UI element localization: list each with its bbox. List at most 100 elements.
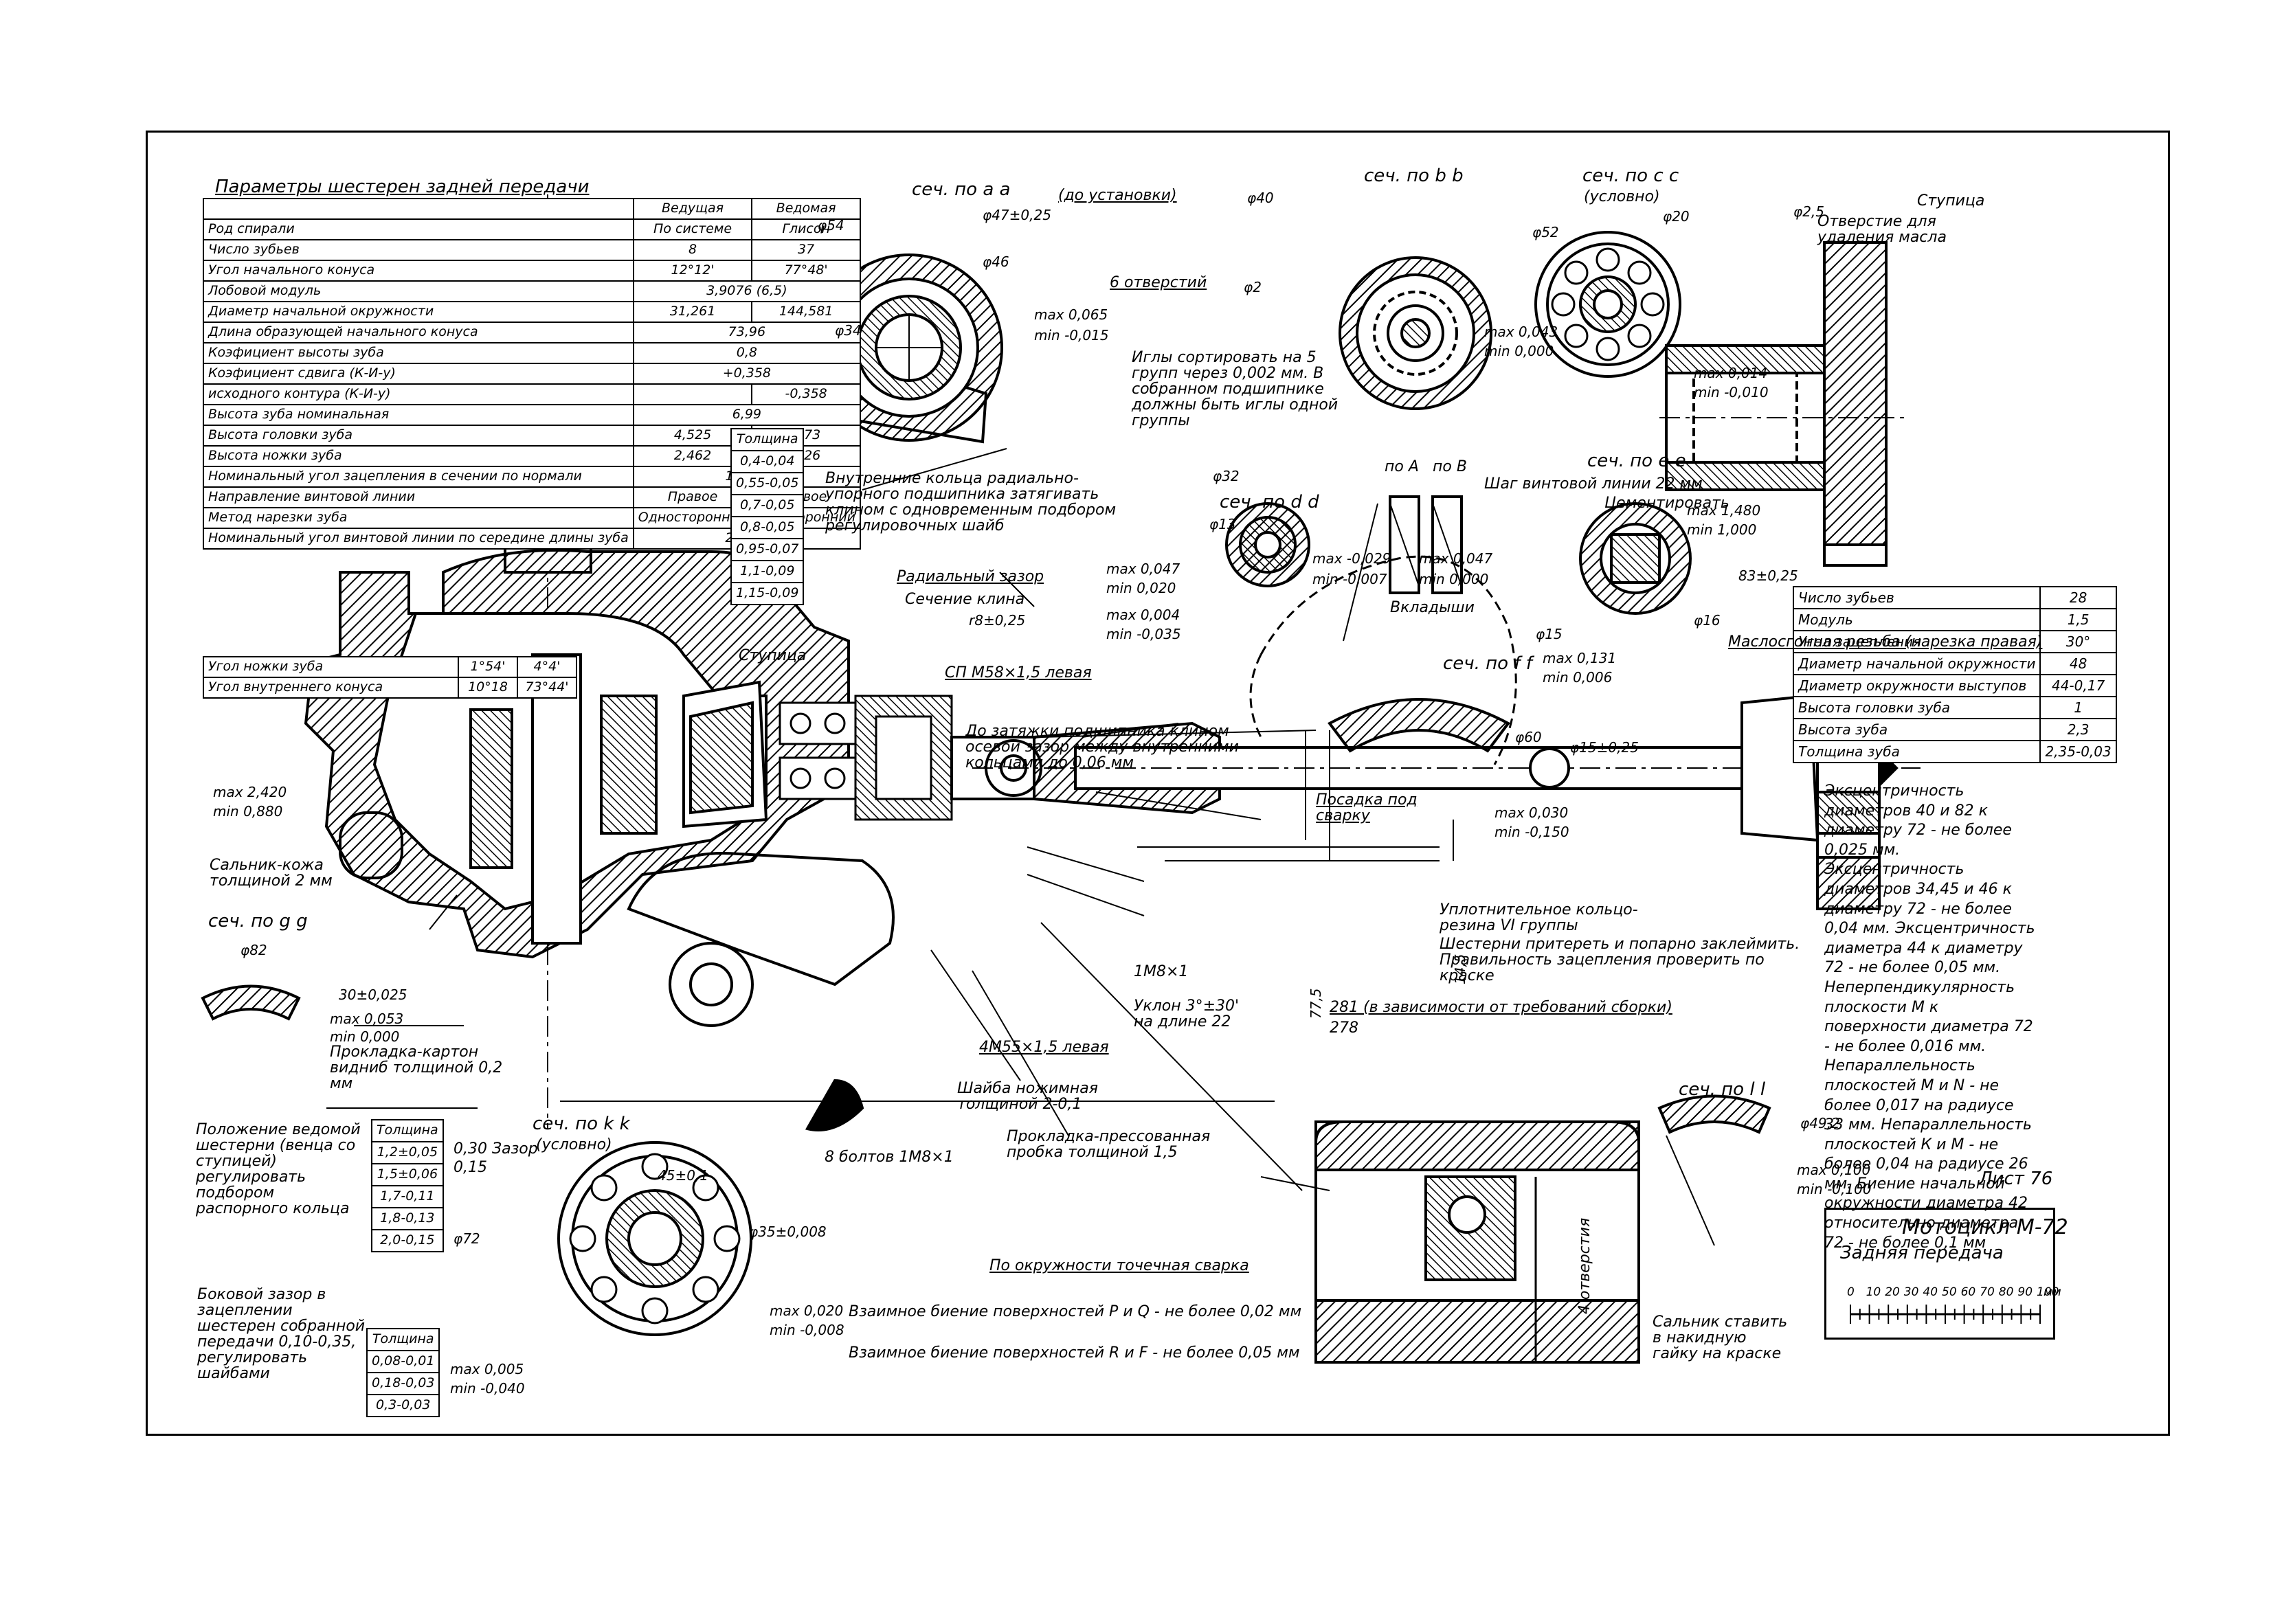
dim-max0014: max 0,014	[1694, 365, 1768, 381]
dim-max0043: max 0,043	[1484, 324, 1558, 340]
section-ff	[1328, 698, 1510, 753]
section-kk-note: (условно)	[536, 1136, 612, 1153]
thickness-value: 1,8-0,13	[371, 1207, 444, 1230]
note-4-holes: 4 отверстия	[1576, 1217, 1593, 1314]
dim-max0047b: max 0,047	[1419, 550, 1493, 567]
dim-d47: φ47±0,25	[983, 207, 1051, 223]
main-housing	[304, 549, 850, 959]
dim-145: 14,5	[1452, 954, 1468, 984]
gear2-label: Диаметр окружности выступов	[1792, 674, 2041, 697]
table-row: 1,7-0,11	[371, 1185, 444, 1208]
note-tech-requirements: Эксцентричность диаметров 40 и 82 к диам…	[1824, 782, 2035, 1252]
note-inner-rings: Внутренние кольца радиально-упорного под…	[825, 470, 1117, 535]
table-row: 0,3-0,03	[366, 1394, 440, 1417]
section-dd	[1225, 502, 1310, 587]
param-value: По системе	[632, 218, 753, 240]
param-label: Коэфициент высоты зуба	[203, 342, 634, 364]
thickness-header: Толщина	[371, 1119, 444, 1142]
section-ee	[1579, 502, 1692, 615]
dim-max1480: max 1,480	[1687, 502, 1761, 519]
thickness-value: 1,5±0,06	[371, 1163, 444, 1186]
note-cement: Цементировать	[1604, 495, 1729, 512]
table-row: 0,7-0,05	[730, 494, 805, 517]
scale-bar	[1850, 1305, 2041, 1324]
param-value: 6,99	[632, 404, 861, 426]
param-value: 73,96	[632, 322, 861, 343]
table-row: 0,18-0,03	[366, 1372, 440, 1395]
dim-d45: 45±0,1	[658, 1167, 709, 1184]
dim-max2420: max 2,420	[213, 784, 287, 800]
dim-d15: φ15	[1536, 626, 1563, 642]
note-before-assembly: (до установки)	[1058, 187, 1177, 204]
table-row: 2,0-0,15	[371, 1229, 444, 1252]
dim-min0150: min -0,150	[1494, 824, 1569, 840]
param-label: Род спирали	[203, 218, 634, 240]
dim-d34: φ34	[835, 322, 862, 339]
dim-min0100: min -0,100	[1797, 1181, 1872, 1197]
thickness-value: 2,0-0,15	[371, 1229, 444, 1252]
table-row: Коэфициент сдвига (К-И-у)+0,358	[203, 363, 861, 385]
note-spot-weld: По окружности точечная сварка	[989, 1257, 1249, 1274]
note-position: Положение ведомой шестерни (венца со сту…	[196, 1121, 361, 1218]
table-row: 1,5±0,06	[371, 1163, 444, 1186]
gear2-label: Число зубьев	[1792, 586, 2041, 609]
dim-max0004: max 0,004	[1106, 607, 1180, 623]
product-name: Мотоцикл М-72	[1902, 1215, 2068, 1239]
dim-d82: φ82	[240, 942, 267, 958]
note-hub: Ступица	[739, 647, 807, 664]
note-bolts: 8 болтов 1М8×1	[825, 1149, 954, 1166]
note-oring: Уплотнительное кольцо-резина VI группы	[1440, 901, 1638, 935]
param-label: Высота головки зуба	[203, 425, 634, 447]
scale-label: 20	[1885, 1285, 1900, 1299]
table-row: 1,8-0,13	[371, 1207, 444, 1230]
table-header-row: Ведущая Ведомая	[203, 198, 861, 220]
dim-d83: 83±0,25	[1738, 567, 1798, 584]
section-ff-label: сеч. по f f	[1443, 653, 1532, 674]
drawing-subtitle: Задняя передача	[1840, 1243, 2004, 1263]
gear2-value: 2,35-0,03	[2039, 740, 2117, 763]
note-slope: Уклон 3°±30' на длине 22	[1134, 997, 1240, 1031]
gear2-value: 44-0,17	[2039, 674, 2117, 697]
dim-d16: φ16	[1694, 612, 1721, 629]
thickness-value: 0,3-0,03	[366, 1394, 440, 1417]
sheet-number: Лист 76	[1979, 1169, 2053, 1189]
note-seal: Сальник-кожа толщиной 2 мм	[210, 857, 333, 890]
param-value: 77°48'	[751, 260, 861, 282]
dim-max0065: max 0,065	[1034, 306, 1108, 323]
dim-max0020: max 0,020	[770, 1302, 844, 1319]
note-washer: Шайба ножимная толщиной 2-0,1	[957, 1080, 1099, 1114]
scale-label: 70	[1980, 1285, 1995, 1299]
thickness-value: 1,15-0,09	[730, 582, 805, 605]
table-row: Толщина	[366, 1328, 440, 1351]
note-wedge-section: Сечение клина	[905, 591, 1025, 608]
table-cell	[203, 198, 634, 220]
clamp-arc	[1249, 555, 1517, 765]
dim-min0015: min -0,015	[1034, 327, 1109, 343]
dim-max0030: max 0,030	[1494, 804, 1569, 821]
thickness-value: 0,18-0,03	[366, 1372, 440, 1395]
section-kk	[557, 1141, 752, 1336]
gear2-label: Высота головки зуба	[1792, 696, 2041, 719]
scale-label: 40	[1923, 1285, 1938, 1299]
note-nut: Сальник ставить в накидную гайку на крас…	[1653, 1313, 1788, 1363]
param-label: Высота ножки зуба	[203, 445, 634, 467]
param-label: Угол ножки зуба	[203, 656, 459, 678]
dim-r8: r8±0,25	[969, 612, 1026, 629]
table-row: 0,4-0,04	[730, 450, 805, 473]
param-label: Метод нарезки зуба	[203, 507, 634, 529]
param-label: Угол внутреннего конуса	[203, 677, 459, 699]
scale-label: 10	[1866, 1285, 1881, 1299]
param-value: 8	[632, 239, 753, 261]
note-runout-2: Взаимное биение поверхностей R и F - не …	[849, 1344, 1300, 1362]
note-runout-1: Взаимное биение поверхностей P и Q - не …	[849, 1303, 1302, 1320]
